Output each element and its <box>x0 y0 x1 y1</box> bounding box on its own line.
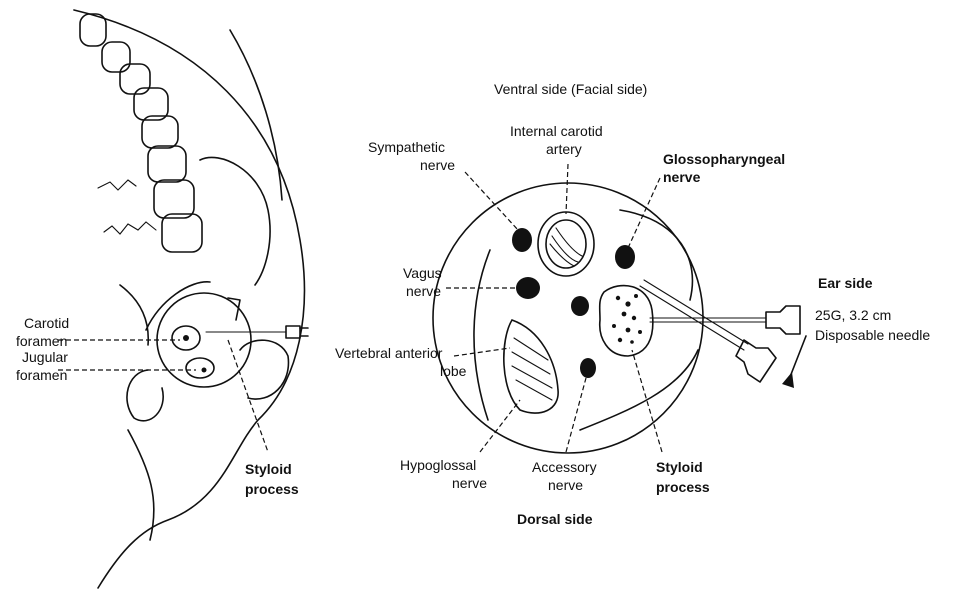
accessory-nerve <box>580 358 596 378</box>
jugular-foramen <box>186 358 214 378</box>
label-jugular-foramen: Jugular foramen <box>16 349 72 383</box>
motion-arrow-head <box>782 372 794 388</box>
label-glossopharyngeal-nerve: Glossopharyngeal nerve <box>663 151 789 185</box>
needle-lower <box>640 280 776 382</box>
occipital-curve <box>120 285 148 345</box>
needle-hub-small <box>286 326 300 338</box>
magnified-cross-section: Ventral side (Facial side) <box>335 81 930 527</box>
label-accessory-nerve: Accessory nerve <box>532 459 600 493</box>
vagus-nerve <box>516 277 540 299</box>
condyle-left <box>127 370 163 421</box>
tooth <box>148 146 186 182</box>
leader-accessory <box>566 378 586 452</box>
label-ear-side: Ear side <box>818 275 873 291</box>
needle-hub <box>736 340 776 382</box>
needle-hub <box>766 306 800 334</box>
label-styloid-left: Styloid process <box>245 461 299 497</box>
label-vagus-nerve: Vagus nerve <box>403 265 446 299</box>
leader-styloid-right <box>632 350 662 452</box>
foramen-magnum-arc <box>128 430 154 540</box>
leader-vertebral <box>454 348 510 356</box>
skull-inner-contour <box>230 30 282 200</box>
tooth <box>142 116 178 148</box>
bone-suture-line <box>98 180 136 190</box>
bone-suture-line <box>104 222 156 234</box>
skull-outline <box>74 10 304 588</box>
tooth <box>154 180 194 218</box>
label-styloid-right: Styloid process <box>656 459 710 495</box>
nerve-node <box>571 296 589 316</box>
styloid-process-right <box>600 286 653 356</box>
carotid-foramen-center <box>183 335 189 341</box>
vertebral-lobe-boundary <box>474 250 490 420</box>
skull-base-illustration: Carotid foramen Jugular foramen Styloid … <box>16 10 308 588</box>
tooth <box>120 64 150 94</box>
glossopharyngeal-nerve <box>615 245 635 269</box>
palate-line <box>200 157 270 285</box>
tooth <box>102 42 130 72</box>
label-sympathetic-nerve: Sympathetic nerve <box>368 139 455 173</box>
label-needle-spec: 25G, 3.2 cm Disposable needle <box>815 307 930 343</box>
tooth <box>80 14 106 46</box>
leader-internal-carotid <box>566 164 568 214</box>
teeth-row <box>80 14 202 252</box>
label-carotid-foramen: Carotid foramen <box>16 315 73 349</box>
needle-shaft <box>644 280 748 344</box>
sympathetic-nerve <box>512 228 532 252</box>
label-vertebral-anterior-lobe: Vertebral anterior lobe <box>335 345 467 379</box>
inner-boundary-lower <box>580 350 698 430</box>
label-internal-carotid-artery: Internal carotid artery <box>510 123 607 157</box>
tooth <box>162 214 202 252</box>
label-hypoglossal-nerve: Hypoglossal nerve <box>400 457 487 491</box>
mandible-edge <box>146 282 210 330</box>
jugular-foramen-center <box>202 368 207 373</box>
label-ventral-side: Ventral side (Facial side) <box>494 81 647 97</box>
label-dorsal-side: Dorsal side <box>517 511 593 527</box>
